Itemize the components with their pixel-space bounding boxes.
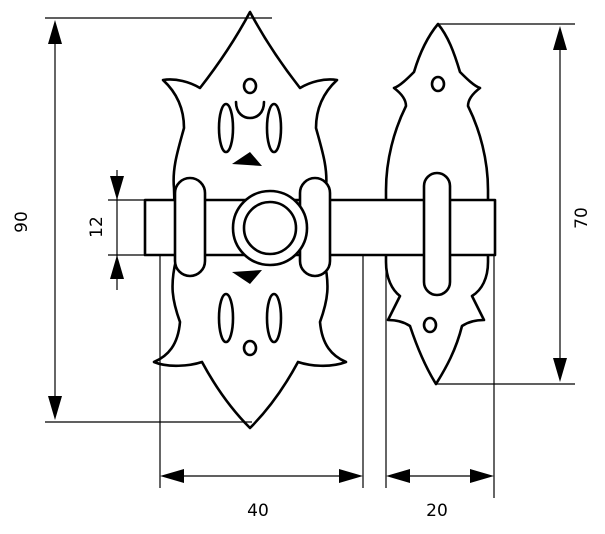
bottom-right-slot [265, 292, 283, 344]
keeper-top-hole [430, 75, 446, 93]
sliding-bolt [143, 171, 497, 297]
bottom-hole [242, 339, 258, 357]
top-triangle [232, 152, 262, 166]
top-hole [242, 77, 258, 95]
dimension-lines [45, 17, 575, 498]
top-right-slot [265, 102, 283, 154]
dimension-label-70: 70 [572, 207, 592, 229]
top-left-slot [217, 102, 235, 154]
bolt-knob-inner [242, 200, 298, 256]
keeper-staple [422, 171, 452, 297]
keeper-bottom-hole [422, 316, 438, 334]
dimension-label-40: 40 [247, 501, 269, 521]
dimension-label-20: 20 [426, 501, 448, 521]
left-staple [173, 176, 207, 278]
bottom-triangle [232, 270, 262, 284]
bottom-left-slot [217, 292, 235, 344]
dimension-label-12: 12 [87, 216, 107, 238]
dimension-label-90: 90 [12, 211, 32, 233]
